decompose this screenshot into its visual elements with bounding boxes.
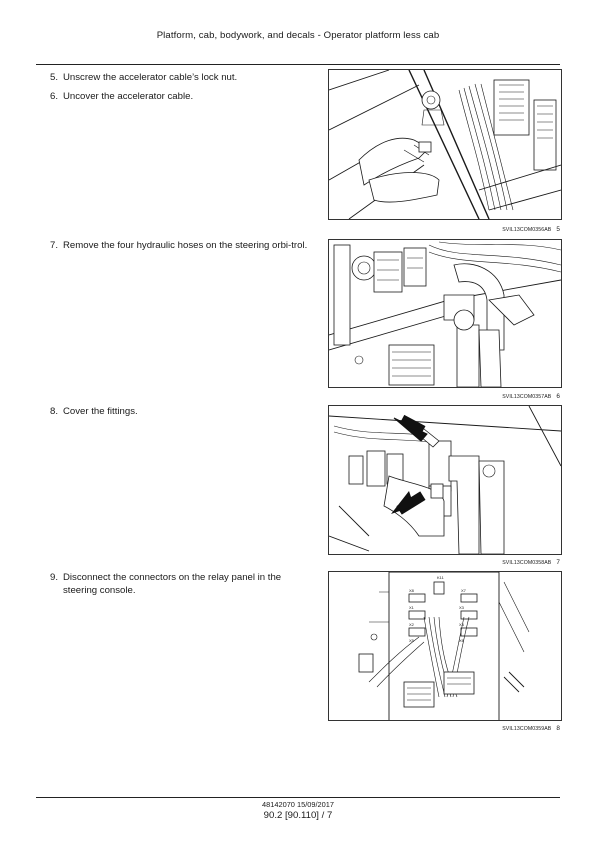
- step-number: 9.: [50, 572, 59, 583]
- step-9: 9. Disconnect the connectors on the rela…: [50, 572, 312, 597]
- figure-number: 6: [556, 393, 560, 400]
- relay-label-x3: X3: [459, 605, 465, 610]
- figure-caption: SVIL13COM0357AB 6: [328, 393, 560, 400]
- figure-number: 5: [556, 226, 560, 233]
- step-8: 8. Cover the fittings.: [50, 406, 312, 419]
- step-text: Remove the four hydraulic hoses on the s…: [63, 240, 308, 251]
- step-number: 5.: [50, 72, 59, 83]
- step-number: 7.: [50, 240, 59, 251]
- figure-accelerator-cable: [328, 69, 562, 220]
- step-text: Disconnect the connectors on the relay p…: [63, 572, 282, 596]
- relay-label-x6: X6: [459, 638, 465, 643]
- figure-code: SVIL13COM0356AB: [502, 227, 552, 233]
- figure-cover-fittings: [328, 405, 562, 555]
- step-7: 7. Remove the four hydraulic hoses on th…: [50, 240, 312, 253]
- header-divider: [36, 64, 560, 65]
- figure-number: 8: [556, 725, 560, 732]
- figure-caption: SVIL13COM0356AB 5: [328, 226, 560, 233]
- page-header-title: Platform, cab, bodywork, and decals - Op…: [156, 30, 440, 41]
- figure-code: SVIL13COM0358AB: [502, 560, 552, 566]
- figure-code: SVIL13COM0359AB: [502, 726, 552, 732]
- figure-code: SVIL13COM0357AB: [502, 394, 552, 400]
- step-6: 6. Uncover the accelerator cable.: [50, 91, 312, 104]
- page-number: 90.2 [90.110] / 7: [263, 810, 333, 821]
- step-text: Uncover the accelerator cable.: [63, 91, 194, 102]
- relay-label-x8: X8: [409, 588, 415, 593]
- relay-label-x1: X1: [409, 605, 415, 610]
- step-text: Unscrew the accelerator cable’s lock nut…: [63, 72, 238, 83]
- figure-caption: SVIL13COM0358AB 7: [328, 559, 560, 566]
- step-text: Cover the fittings.: [63, 406, 138, 417]
- relay-label-x2: X2: [409, 622, 415, 627]
- relay-label-k11: K11: [437, 575, 445, 580]
- step-number: 6.: [50, 91, 59, 102]
- step-number: 8.: [50, 406, 59, 417]
- relay-label-x4: X4: [459, 622, 465, 627]
- step-5: 5. Unscrew the accelerator cable’s lock …: [50, 72, 312, 85]
- figure-caption: SVIL13COM0359AB 8: [328, 725, 560, 732]
- figure-relay-panel: K11 X8 X1 X2 X3 X4 X5 X6 X7: [328, 571, 562, 721]
- footer-doc-reference: 48142070 15/09/2017: [262, 800, 334, 809]
- relay-label-x7: X7: [461, 588, 467, 593]
- figure-number: 7: [556, 559, 560, 566]
- footer-divider: [36, 797, 560, 798]
- figure-hydraulic-hoses: [328, 239, 562, 388]
- relay-label-x5: X5: [409, 638, 415, 643]
